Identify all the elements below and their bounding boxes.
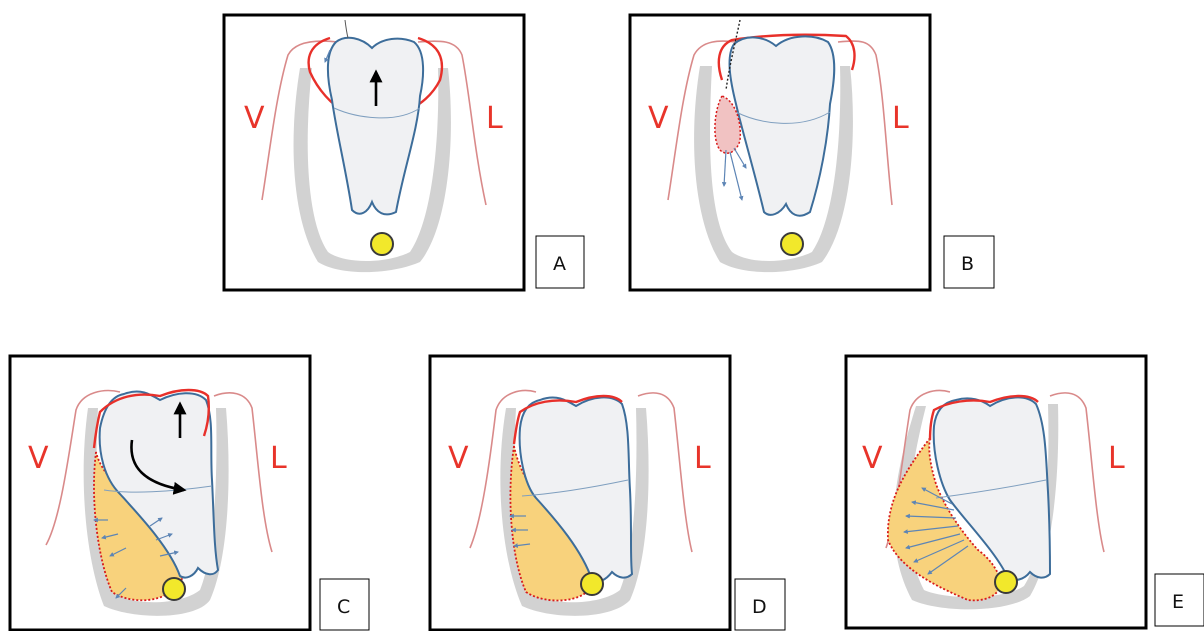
panel-b-side-l: L (892, 101, 909, 136)
panel-b-label: B (961, 253, 974, 275)
panel-c-nerve-icon (163, 578, 185, 600)
panel-e-side-l: L (1108, 441, 1125, 476)
panel-e: V L E (846, 356, 1204, 628)
panel-d-nerve-icon (581, 573, 603, 595)
panel-b-nerve-icon (781, 233, 803, 255)
panel-a-nerve-icon (371, 233, 393, 255)
panel-d: V L D (430, 356, 785, 630)
panel-d-label: D (752, 596, 767, 618)
panel-a-tooth (328, 38, 423, 215)
panel-b-fiber-arrows (724, 148, 746, 200)
panel-c-side-l: L (270, 441, 287, 476)
panel-c: V L C (10, 356, 369, 630)
panel-b-tooth (730, 36, 835, 215)
panel-b-side-v: V (648, 101, 669, 136)
panel-c-label: C (337, 596, 350, 618)
panel-e-nerve-icon (995, 571, 1017, 593)
panel-a-probe-line (345, 20, 348, 38)
panel-a-side-l: L (486, 101, 503, 136)
panel-c-side-v: V (28, 441, 49, 476)
panel-b: V L B (630, 15, 994, 290)
panel-a-label: A (553, 253, 566, 275)
panel-e-label: E (1172, 591, 1184, 613)
panel-d-side-l: L (694, 441, 711, 476)
panel-a: V L A (224, 15, 584, 290)
panel-a-side-v: V (244, 101, 265, 136)
panel-e-side-v: V (862, 441, 883, 476)
panel-d-side-v: V (448, 441, 469, 476)
